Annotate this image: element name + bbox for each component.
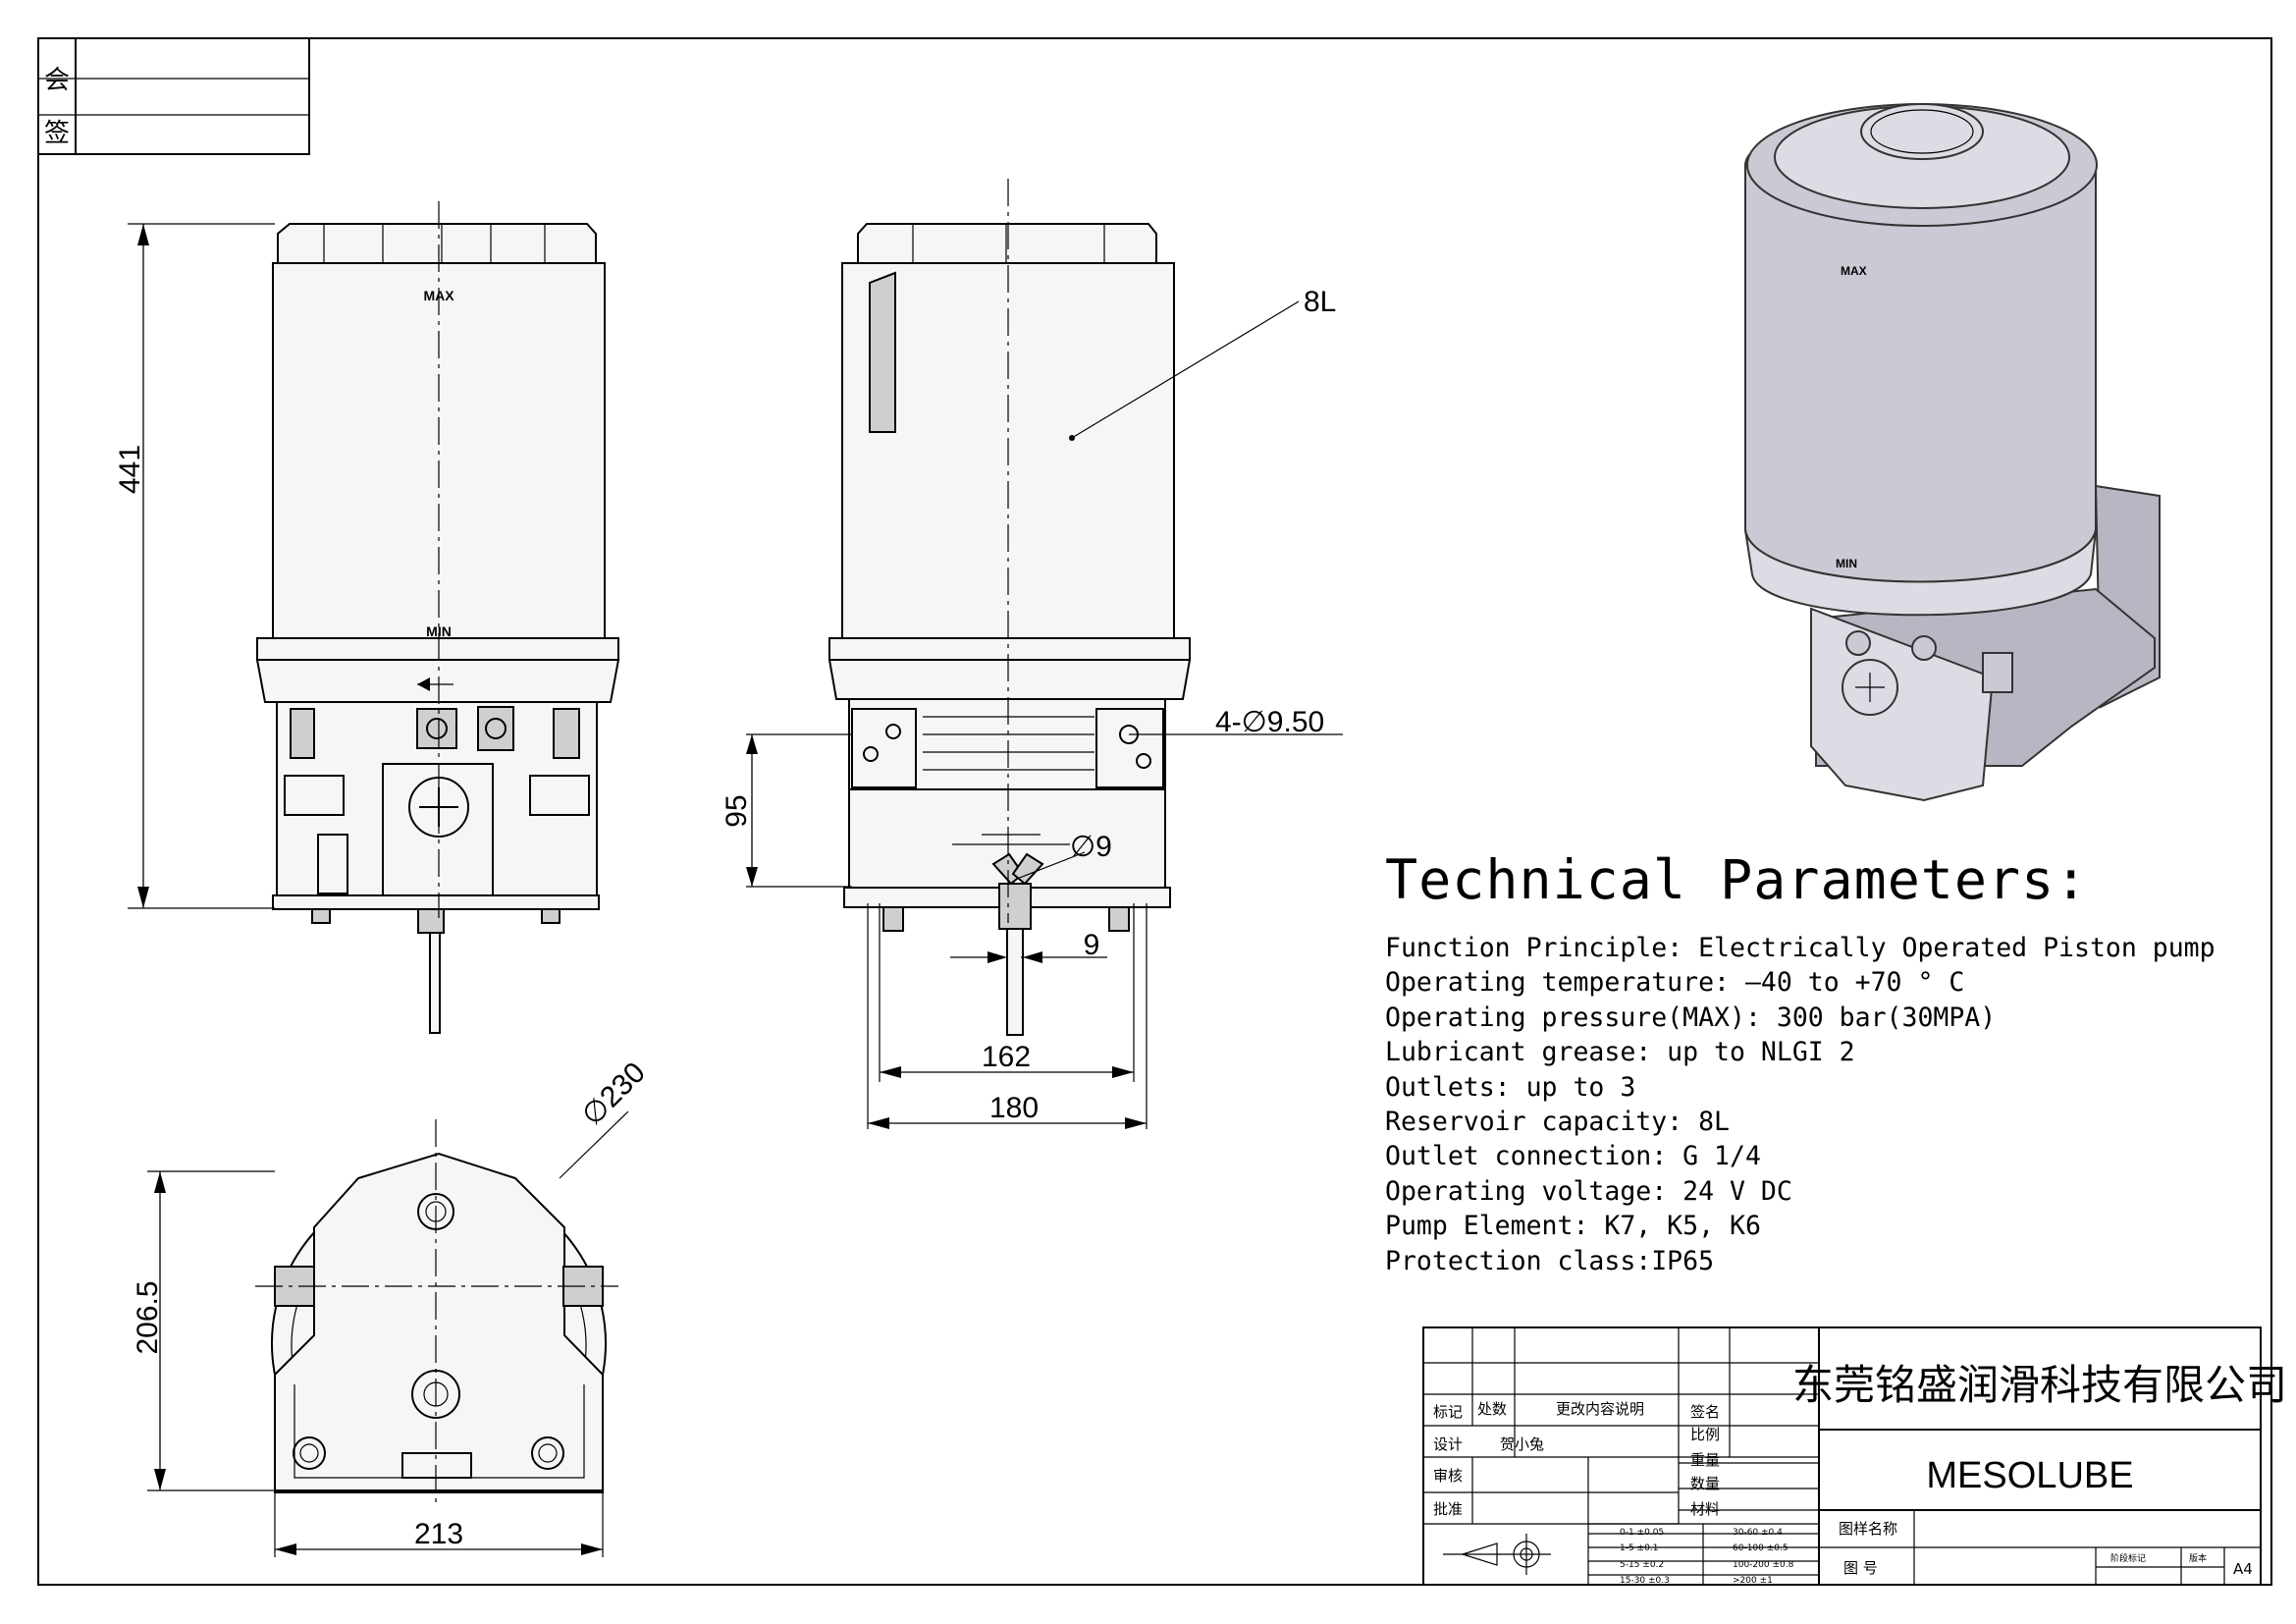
- dim-162: 162: [982, 1041, 1031, 1073]
- tb-material: 材料: [1690, 1500, 1720, 1518]
- param-line: Outlet connection: G 1/4: [1385, 1141, 1761, 1172]
- tb-drawing-name: 图样名称: [1839, 1520, 1897, 1538]
- tb-place: 处数: [1477, 1400, 1507, 1418]
- corner-char-1: 会: [44, 66, 70, 95]
- tol-1b: 30-60 ±0.4: [1733, 1528, 1783, 1538]
- tol-3a: 5-15 ±0.2: [1620, 1560, 1664, 1570]
- param-line: Outlets: up to 3: [1385, 1071, 1636, 1103]
- tb-quantity: 数量: [1690, 1475, 1720, 1492]
- tol-2b: 60-100 ±0.5: [1733, 1543, 1789, 1553]
- tb-designer: 贺小兔: [1500, 1435, 1544, 1453]
- isometric-view: MAX MIN: [1744, 103, 2161, 802]
- tb-drawing-no: 图 号: [1843, 1559, 1878, 1577]
- projection-symbol-icon: [1443, 1534, 1551, 1575]
- tb-scale: 比例: [1690, 1426, 1720, 1443]
- tb-weight: 重量: [1690, 1451, 1720, 1469]
- company-name: 东莞铭盛润滑科技有限公司: [1792, 1361, 2287, 1409]
- param-line: Operating voltage: 24 V DC: [1385, 1175, 1792, 1207]
- front-min-mark: MIN: [426, 623, 452, 639]
- dim-206-5: 206.5: [132, 1280, 164, 1354]
- tol-1a: 0-1 ±0.05: [1620, 1528, 1664, 1538]
- tol-4a: 15-30 ±0.3: [1620, 1576, 1670, 1586]
- tol-4b: >200 ±1: [1733, 1576, 1773, 1586]
- top-view: ∅230 206.5 213: [132, 1056, 652, 1557]
- param-line: Operating temperature: –40 to +70 ° C: [1385, 967, 1965, 999]
- param-line: Reservoir capacity: 8L: [1385, 1107, 1730, 1138]
- tb-sign: 签名: [1690, 1403, 1720, 1421]
- dim-holes: 4-∅9.50: [1215, 706, 1324, 738]
- tb-review: 审核: [1433, 1467, 1463, 1485]
- dim-441: 441: [114, 445, 146, 494]
- param-line: Operating pressure(MAX): 300 bar(30MPA): [1385, 1001, 1997, 1033]
- param-line: Protection class:IP65: [1385, 1245, 1715, 1276]
- iso-max-mark: MAX: [1841, 264, 1867, 278]
- tb-change: 更改内容说明: [1556, 1400, 1644, 1418]
- dim-shaft-width: 9: [1084, 929, 1100, 961]
- dim-180: 180: [989, 1092, 1039, 1124]
- corner-sign-box: 会 签: [37, 37, 310, 155]
- params-title: Technical Parameters:: [1385, 848, 2089, 911]
- dim-95: 95: [721, 794, 753, 827]
- tb-mark: 标记: [1433, 1403, 1463, 1421]
- param-line: Lubricant grease: up to NLGI 2: [1385, 1037, 1855, 1068]
- dim-shaft-dia: ∅9: [1070, 831, 1112, 863]
- dim-230: ∅230: [576, 1056, 652, 1132]
- side-view: 8L 4-∅9.50 95 ∅9 9 162 180: [721, 179, 1343, 1129]
- param-line: Function Principle: Electrically Operate…: [1385, 933, 2216, 963]
- tol-2a: 1-5 ±0.1: [1620, 1543, 1658, 1553]
- param-line: Pump Element: K7, K5, K6: [1385, 1211, 1761, 1242]
- title-block: 标记 处数 更改内容说明 签名 比例 设计 贺小兔 重量 数量 审核 批准 材料…: [1422, 1326, 2287, 1586]
- tol-3b: 100-200 ±0.8: [1733, 1560, 1794, 1570]
- product-name: MESOLUBE: [1926, 1455, 2133, 1496]
- tb-version: 版本: [2189, 1552, 2207, 1564]
- technical-parameters: Technical Parameters: Function Principle…: [1385, 848, 2269, 1278]
- tb-size: A4: [2233, 1560, 2253, 1578]
- tb-approve: 批准: [1433, 1500, 1463, 1518]
- tb-stage-mark: 阶段标记: [2110, 1552, 2146, 1564]
- front-view: MAX MIN 441: [114, 201, 620, 1034]
- corner-char-2: 签: [44, 119, 70, 148]
- dim-213: 213: [414, 1518, 463, 1550]
- sheet-border: [37, 37, 2272, 1586]
- tb-design: 设计: [1433, 1435, 1463, 1453]
- iso-min-mark: MIN: [1836, 557, 1857, 570]
- dim-8l: 8L: [1304, 286, 1336, 318]
